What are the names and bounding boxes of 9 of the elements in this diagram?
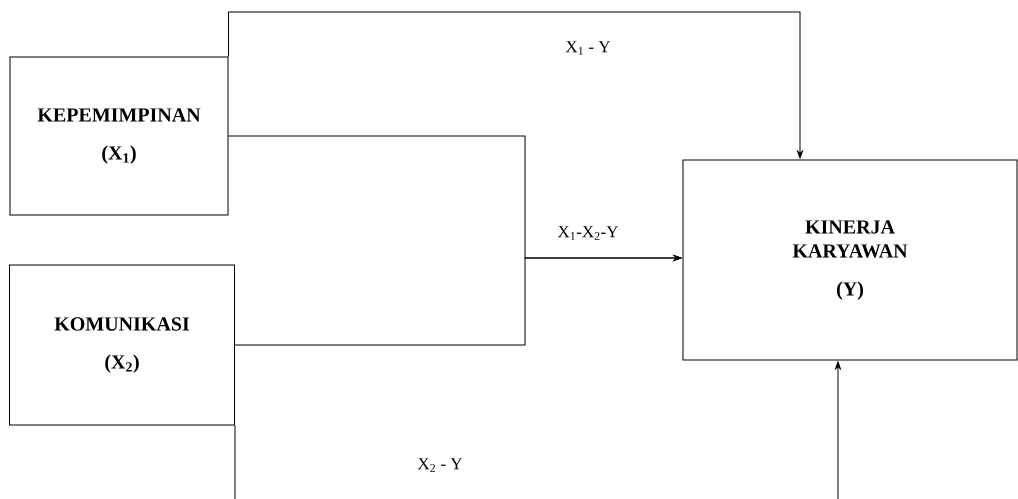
edge-label: X$_{1}$ - Y	[563, 39, 613, 57]
variable-box: KOMUNIKASI (X$_{2}$)	[9, 264, 235, 426]
variable-box: KEPEMIMPINAN (X$_{1}$)	[9, 56, 229, 216]
arrow	[234, 255, 682, 346]
edge-label: X$_{1}$-X$_{2}$-Y	[555, 224, 621, 242]
edge-label: X$_{2}$ - Y	[415, 456, 465, 474]
variable-box: KINERJA KARYAWAN (Y)	[682, 159, 1018, 361]
arrow	[228, 11, 803, 159]
arrow	[234, 361, 841, 499]
